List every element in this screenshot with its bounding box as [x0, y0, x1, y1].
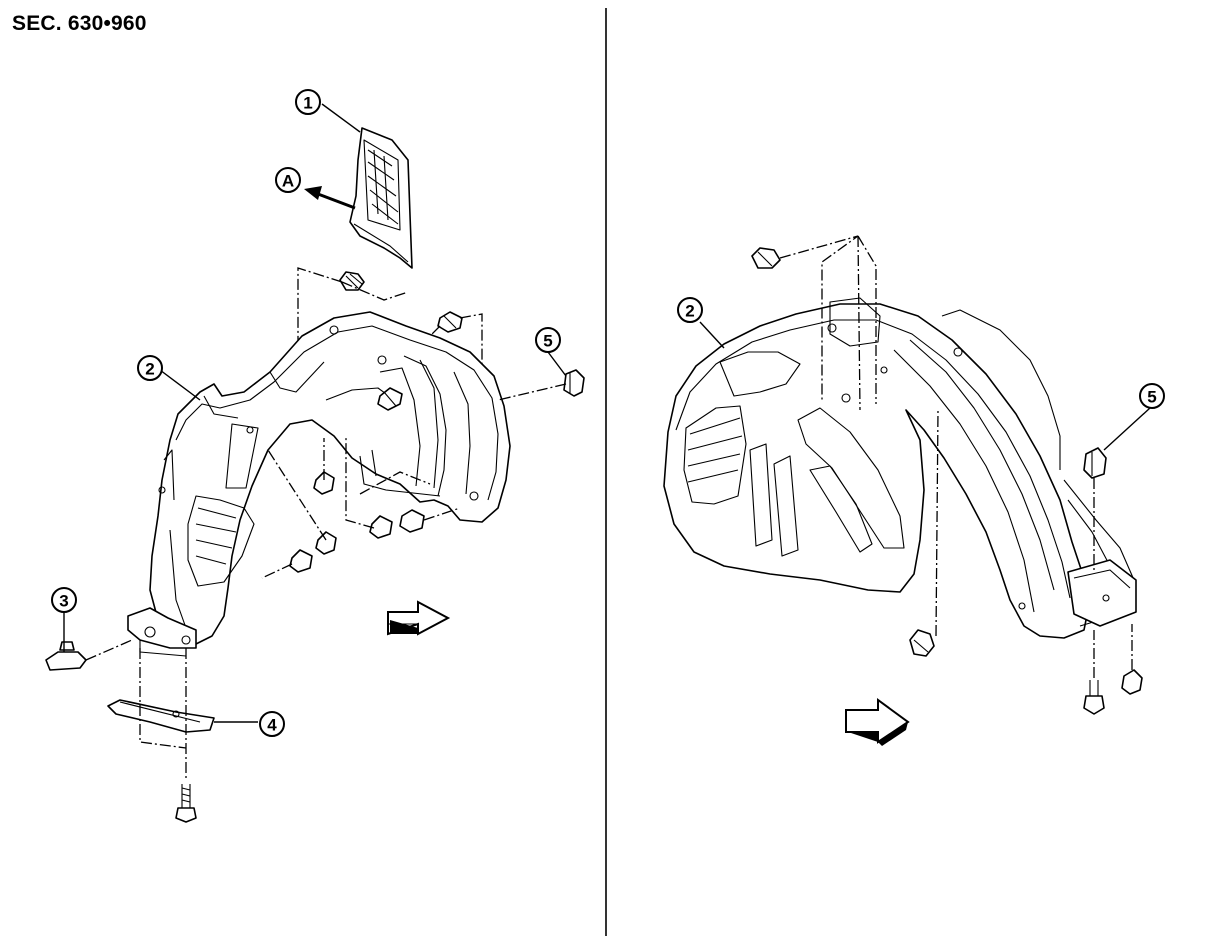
svg-text:5: 5	[543, 332, 552, 351]
svg-text:2: 2	[145, 360, 154, 379]
clip-icon	[377, 387, 403, 411]
clip-icon	[289, 549, 313, 573]
clip-icon	[1121, 669, 1143, 695]
clip-icon	[437, 311, 463, 333]
callout-5: 5	[535, 327, 561, 353]
bolt-icon	[1083, 680, 1105, 715]
clip-icon	[399, 509, 425, 533]
lower-plate-part-4	[107, 699, 215, 733]
leader-line	[159, 369, 201, 401]
svg-text:A: A	[282, 172, 294, 191]
leader-line	[1103, 407, 1151, 451]
nut-part-3	[45, 641, 87, 671]
clip-icon	[315, 531, 337, 555]
bolt-icon	[175, 784, 197, 823]
fender-liner-part	[663, 297, 1137, 639]
callout-2: 2	[137, 355, 163, 381]
front-direction-arrow-icon	[845, 698, 910, 746]
bolt-icon	[339, 271, 365, 291]
svg-text:5: 5	[1147, 388, 1156, 407]
view-a-arrow	[304, 186, 356, 210]
callout-5: 5	[1139, 383, 1165, 409]
svg-text:4: 4	[267, 716, 277, 735]
clip-part-5	[1083, 447, 1107, 479]
svg-text:2: 2	[685, 302, 694, 321]
callout-1: 1	[295, 89, 321, 115]
leader-line	[699, 321, 725, 349]
callout-a: A	[275, 167, 301, 193]
cover-panel-part	[349, 127, 413, 269]
svg-text:3: 3	[59, 592, 68, 611]
callout-4: 4	[259, 711, 285, 737]
clip-icon	[909, 629, 935, 657]
callout-3: 3	[51, 587, 77, 613]
lower-bracket	[127, 607, 197, 657]
svg-text:1: 1	[303, 94, 312, 113]
leader-line	[547, 351, 567, 377]
clip-icon	[369, 515, 393, 539]
fender-liner-part	[149, 311, 511, 645]
right-view	[663, 235, 1151, 746]
bolt-icon	[751, 247, 781, 269]
front-direction-arrow-icon	[387, 600, 451, 636]
clip-part-5	[563, 369, 585, 397]
section-label: SEC. 630•960	[12, 12, 147, 35]
callout-2: 2	[677, 297, 703, 323]
left-view	[45, 103, 585, 823]
leader-line	[321, 103, 361, 133]
